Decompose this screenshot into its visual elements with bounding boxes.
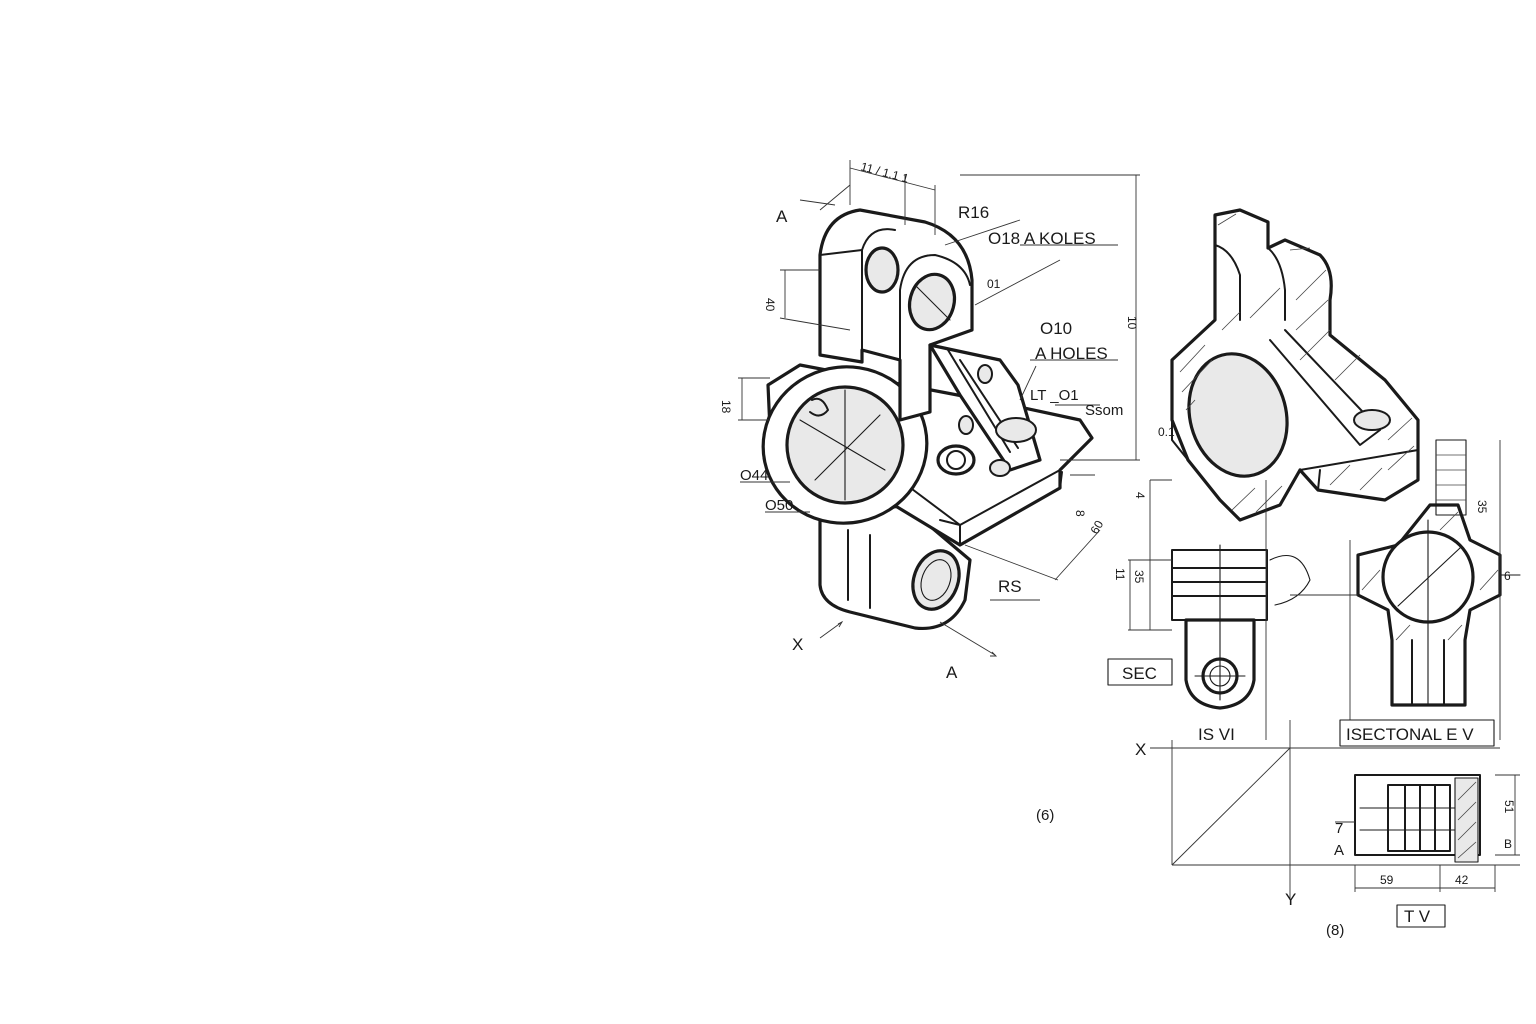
hole-18-label: O18 A KOLES (988, 229, 1096, 248)
projection-lines (1107, 440, 1520, 900)
figure-label-6: (6) (1036, 807, 1054, 824)
ortho-axis-y: Y (1285, 890, 1296, 909)
dimension-b: B (1504, 837, 1512, 851)
section-hatching (1179, 213, 1415, 513)
diameter-50-label: O50 (765, 497, 793, 514)
dimension-10: 10 (1125, 316, 1139, 330)
dimension-40: 40 (763, 298, 777, 312)
radius-16-label: R16 (958, 203, 989, 222)
dimension-right-35: 35 (1475, 500, 1489, 514)
section-a-number: 7 (1335, 820, 1343, 837)
top-dimension-label: 11 / 1.1 1 (859, 159, 910, 185)
side-view-label: IS VI (1198, 725, 1235, 744)
note-label: Ssom (1085, 402, 1123, 419)
top-view-label: T V (1404, 907, 1431, 926)
dimension-small-2: 0.1 (1158, 425, 1175, 439)
dimension-59: 59 (1380, 873, 1394, 887)
diameter-44-label: O44 (740, 467, 768, 484)
dimension-8: 8 (1073, 510, 1087, 517)
hole-10-label: O10 (1040, 319, 1072, 338)
sectional-isometric (1170, 208, 1420, 522)
dimension-35: 35 (1132, 570, 1146, 584)
radius-5-label: RS (998, 577, 1022, 596)
hole-1-label: LT _O1 (1030, 387, 1079, 404)
ortho-axis-x: X (1135, 740, 1146, 759)
iso-axis-x: X (792, 635, 803, 654)
dimension-left-11: 11 (1113, 568, 1127, 581)
dimension-18: 18 (719, 400, 733, 414)
orthographic-views: SEC IS VI ISECTONAL E V X Y 7 A T V (8) … (1107, 208, 1521, 939)
section-label: SEC (1122, 664, 1157, 683)
section-a-label: A (1334, 842, 1344, 859)
dimension-right-6: 6 (1504, 569, 1511, 583)
section-mark-a-bottom: A (946, 663, 958, 682)
section-mark-a-top: A (776, 207, 788, 226)
side-view (1171, 544, 1311, 710)
top-view (1335, 774, 1520, 928)
sectional-elevation (1356, 439, 1521, 707)
figure-label-8: (8) (1326, 922, 1344, 939)
dimension-left-4: 4 (1133, 492, 1147, 499)
sectional-elevation-label: ISECTONAL E V (1346, 725, 1474, 744)
four-holes-label: A HOLES (1035, 344, 1108, 363)
dimension-small: 01 (987, 277, 1001, 291)
dimension-42: 42 (1455, 873, 1469, 887)
dimension-60: 60 (1087, 518, 1106, 537)
dimension-51: 51 (1502, 800, 1516, 814)
isometric-view: A A X R16 O18 A KOLES O10 A HOLES LT _O1… (719, 159, 1140, 824)
